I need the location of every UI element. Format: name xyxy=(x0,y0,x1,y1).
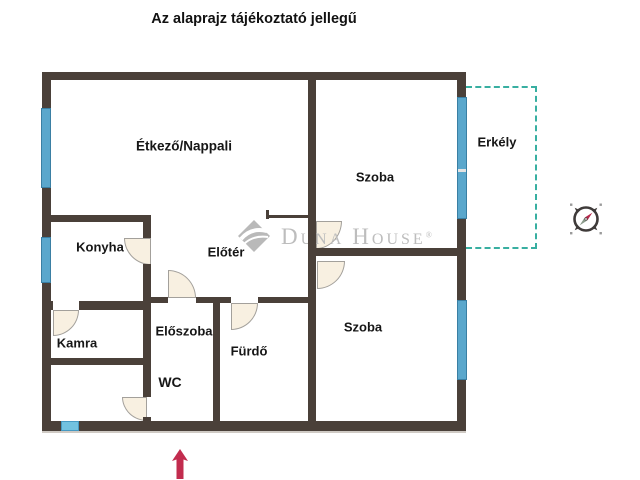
watermark-word-2: House xyxy=(352,224,426,249)
wall-partition-thin xyxy=(267,215,308,218)
door-swing-kitchen xyxy=(124,238,151,265)
room-label-pantry: Kamra xyxy=(56,335,98,351)
window-marker-wc xyxy=(61,421,79,431)
room-label-kitchen: Konyha xyxy=(76,239,124,255)
room-label-room-bottom: Szoba xyxy=(343,319,383,335)
door-swing-pantry xyxy=(53,310,79,336)
wall-foyer-bottom xyxy=(258,297,308,303)
door-swing-hallway xyxy=(168,270,196,298)
window-marker-living xyxy=(41,108,51,188)
compass-rose-icon xyxy=(570,203,602,235)
room-label-balcony: Erkély xyxy=(477,134,517,150)
wall-kitchen-top xyxy=(42,215,151,222)
wall-outer-left xyxy=(42,188,51,237)
wall-outer-right xyxy=(457,380,466,431)
room-label-bathroom: Fürdő xyxy=(230,343,268,359)
door-swing-bathroom xyxy=(231,303,258,330)
room-label-dining-living: Étkező/Nappali xyxy=(135,138,233,154)
wall-outer-left xyxy=(42,283,51,431)
wall-hallway-bathroom-divider xyxy=(213,303,220,421)
wall-foyer-bottom xyxy=(196,297,231,303)
duna-house-diamond-logo-icon xyxy=(238,220,270,252)
entrance-arrow-icon xyxy=(172,449,188,479)
registered-mark: ® xyxy=(425,230,432,240)
wall-outer-right xyxy=(457,72,466,97)
room-label-room-top: Szoba xyxy=(355,169,395,185)
door-swing-room-bottom xyxy=(317,261,345,289)
plan-title: Az alaprajz tájékoztató jellegű xyxy=(151,11,357,27)
window-marker-room-bottom xyxy=(457,300,467,380)
wall-partition-end-tick xyxy=(266,210,269,219)
door-swing-room-top xyxy=(316,221,342,249)
window-marker-balcony-door xyxy=(457,97,467,219)
watermark-brand: DunaHouse® xyxy=(281,224,432,250)
balcony-outline xyxy=(466,86,537,249)
wall-pantry-top xyxy=(79,301,143,310)
wall-kitchen-right xyxy=(143,215,151,238)
wall-shadow xyxy=(42,431,466,433)
room-label-wc: WC xyxy=(158,374,182,390)
wall-pantry-wc-divider xyxy=(42,358,151,365)
wall-outer-left xyxy=(42,72,51,108)
wall-pantry-top xyxy=(42,301,53,310)
wall-outer-bottom xyxy=(42,421,466,431)
wall-foyer-bottom xyxy=(151,297,168,303)
window-marker-kitchen xyxy=(41,237,51,283)
room-label-hallway: Előszoba xyxy=(155,323,213,339)
wall-outer-right xyxy=(457,219,466,300)
wall-room-divider xyxy=(308,248,466,256)
wall-outer-top xyxy=(42,72,466,80)
room-label-foyer: Előtér xyxy=(207,244,245,260)
wall-wc-right xyxy=(143,417,151,421)
window-divider xyxy=(458,169,466,172)
wall-kitchen-right xyxy=(143,264,151,397)
